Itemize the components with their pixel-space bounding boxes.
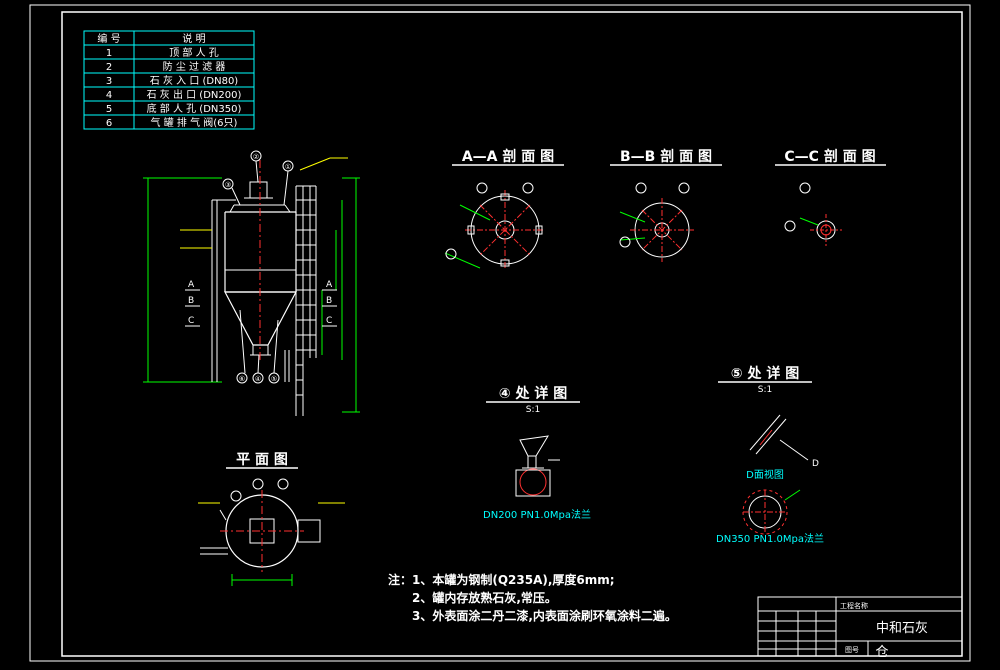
legend-row-desc: 气 罐 排 气 阀(6只) — [151, 116, 238, 129]
legend-header-desc: 说 明 — [182, 32, 205, 45]
detail5-title: ⑤ 处 详 图 — [731, 365, 799, 382]
detail4-title: ④ 处 详 图 — [499, 385, 567, 402]
inner-frame — [61, 11, 963, 657]
legend-row-desc: 防 尘 过 滤 器 — [163, 60, 226, 73]
legend-row-no: 1 — [106, 48, 112, 59]
section-cc-view — [784, 182, 842, 246]
section-aa-view — [444, 182, 545, 270]
detail5-flange-label: DN350 PN1.0Mpa法兰 — [716, 532, 824, 545]
detail4-view — [515, 435, 560, 497]
legend-row-desc: 顶 部 人 孔 — [169, 46, 219, 59]
callout-4: ④ — [255, 375, 261, 383]
legend-table: 编 号 说 明 1 顶 部 人 孔 2 防 尘 过 滤 器 3 石 灰 入 口 … — [83, 30, 255, 130]
legend-row-no: 2 — [106, 62, 112, 73]
callout-3: ③ — [225, 181, 231, 189]
section-mark-a-left: A — [188, 280, 195, 290]
detail5-d-letter: D — [812, 459, 819, 469]
elevation-view: A B C A B C ② ① ③ ⑥ ④ ⑤ — [143, 150, 360, 416]
detail4-scale: S:1 — [526, 405, 540, 415]
detail4-flange-label: DN200 PN1.0Mpa法兰 — [483, 508, 591, 521]
section-mark-c-left: C — [188, 316, 194, 326]
title-block: 工程名称 中和石灰 图号 仓 — [757, 596, 963, 660]
note-item: 2、罐内存放熟石灰,常压。 — [412, 590, 557, 605]
section-mark-b-left: B — [188, 296, 194, 306]
section-mark-c-right: C — [326, 316, 332, 326]
section-title-aa: A—A 剖 面 图 — [462, 148, 554, 165]
section-bb-view — [619, 182, 694, 262]
legend-row-no: 3 — [106, 76, 112, 87]
title-no-label: 图号 — [845, 646, 859, 654]
section-mark-b-right: B — [326, 296, 332, 306]
title-drawing-name: 中和石灰 — [876, 621, 928, 636]
callout-6: ⑥ — [239, 375, 245, 383]
callout-1: ① — [285, 163, 291, 171]
legend-row-desc: 石 灰 出 口 (DN200) — [147, 88, 242, 101]
callout-5: ⑤ — [271, 375, 277, 383]
legend-row-desc: 底 部 人 孔 (DN350) — [147, 102, 242, 115]
section-title-bb: B—B 剖 面 图 — [620, 148, 712, 165]
section-title-cc: C—C 剖 面 图 — [784, 148, 875, 165]
legend-row-desc: 石 灰 入 口 (DN80) — [150, 74, 239, 87]
detail5-view — [742, 414, 809, 535]
callout-2: ② — [253, 153, 259, 161]
detail5-view-d-label: D面视图 — [746, 468, 784, 481]
title-project-label: 工程名称 — [840, 601, 868, 610]
legend-row-no: 5 — [106, 104, 112, 115]
outer-frame — [29, 4, 971, 662]
note-item: 3、外表面涂二丹二漆,内表面涂刷环氧涂料二遍。 — [412, 608, 677, 623]
notes-lead: 注： — [388, 572, 412, 587]
legend-header-no: 编 号 — [97, 32, 120, 45]
legend-row-no: 6 — [106, 118, 112, 129]
notes-block: 注： 1、本罐为钢制(Q235A),厚度6mm; 2、罐内存放熟石灰,常压。 3… — [388, 572, 677, 623]
title-drawing-name-2: 仓 — [875, 645, 888, 660]
plan-view — [198, 478, 345, 586]
note-item: 1、本罐为钢制(Q235A),厚度6mm; — [412, 572, 615, 587]
detail5-scale: S:1 — [758, 385, 772, 395]
section-mark-a-right: A — [326, 280, 333, 290]
legend-row-no: 4 — [106, 90, 112, 101]
plan-title: 平 面 图 — [236, 452, 288, 468]
